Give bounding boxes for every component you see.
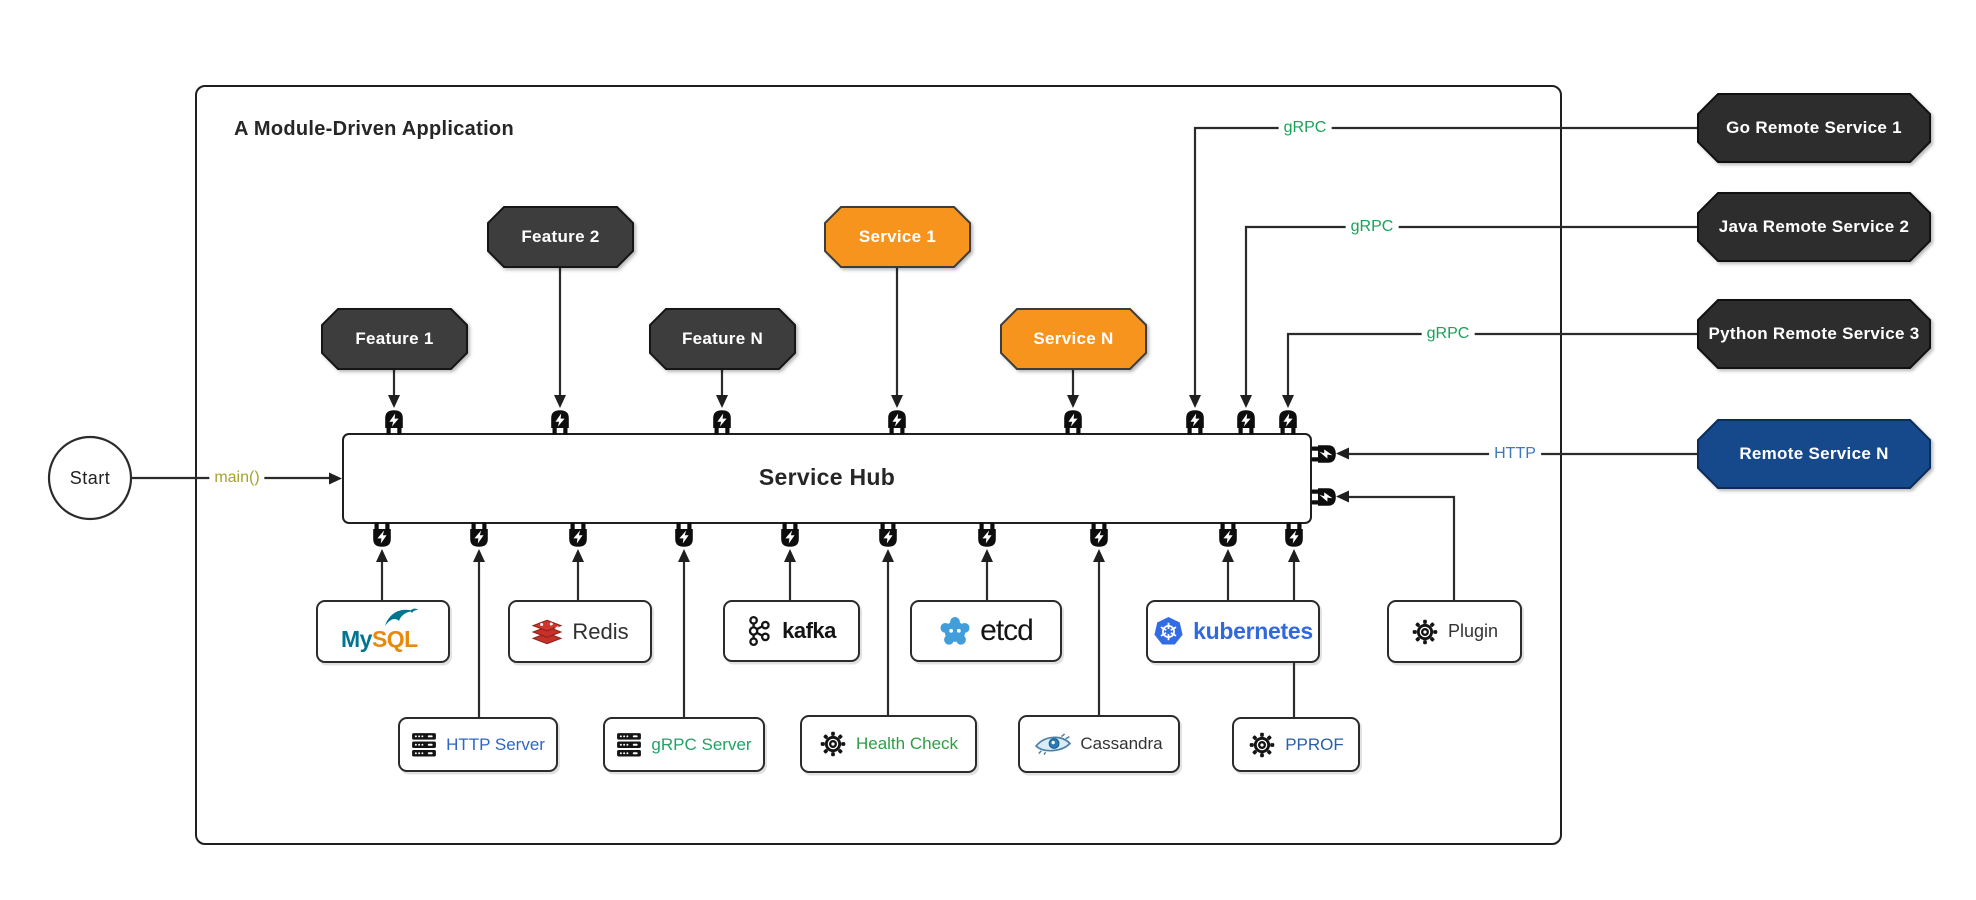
edge-label-grpc-go: gRPC bbox=[1278, 119, 1332, 137]
redis-logo-icon bbox=[532, 619, 563, 644]
pprof-box: PPROF bbox=[1232, 717, 1360, 772]
cassandra-box: Cassandra bbox=[1018, 715, 1180, 773]
edge-label-http: HTTP bbox=[1489, 445, 1541, 463]
mysql-label-part1: My bbox=[341, 625, 372, 652]
edge-label-main: main() bbox=[209, 469, 265, 487]
health-check-box: Health Check bbox=[800, 715, 977, 773]
java-remote-service-label: Java Remote Service 2 bbox=[1718, 217, 1910, 236]
mysql-logo: MySQL bbox=[333, 608, 433, 654]
cassandra-label: Cassandra bbox=[1080, 734, 1163, 753]
mysql-label-part2: SQL bbox=[371, 625, 418, 652]
edge-label-grpc-java: gRPC bbox=[1345, 218, 1399, 236]
edge-label-grpc-python: gRPC bbox=[1421, 325, 1475, 343]
remote-service-n-label: Remote Service N bbox=[1739, 444, 1889, 463]
service-hub-label: Service Hub bbox=[758, 464, 896, 490]
diagram-title: A Module-Driven Application bbox=[234, 118, 514, 140]
health-check-label: Health Check bbox=[855, 734, 959, 753]
cassandra-eye-icon bbox=[1035, 733, 1072, 756]
pprof-label: PPROF bbox=[1285, 734, 1344, 754]
kafka-logo-icon bbox=[748, 615, 770, 647]
server-stack-icon bbox=[617, 732, 642, 756]
feature-2-label: Feature 2 bbox=[521, 227, 600, 246]
go-remote-service-label: Go Remote Service 1 bbox=[1726, 118, 1902, 137]
plugin-module-box: Plugin bbox=[1387, 600, 1522, 663]
grpc-server-box: gRPC Server bbox=[603, 717, 765, 772]
start-label: Start bbox=[69, 467, 111, 488]
service-1-label: Service 1 bbox=[858, 227, 937, 246]
kubernetes-logo-icon bbox=[1154, 617, 1183, 645]
python-remote-service-label: Python Remote Service 3 bbox=[1708, 324, 1920, 343]
redis-label: Redis bbox=[572, 618, 629, 644]
kafka-label: kafka bbox=[782, 618, 836, 643]
kubernetes-label: kubernetes bbox=[1193, 618, 1313, 644]
etcd-logo-icon bbox=[940, 617, 970, 645]
http-server-label: HTTP Server bbox=[446, 734, 545, 754]
gear-icon bbox=[1412, 619, 1438, 644]
plugin-label: Plugin bbox=[1447, 621, 1499, 641]
gear-icon bbox=[1249, 732, 1275, 757]
service-n-label: Service N bbox=[1033, 329, 1114, 348]
http-server-box: HTTP Server bbox=[398, 717, 558, 772]
etcd-label: etcd bbox=[980, 614, 1034, 647]
feature-n-label: Feature N bbox=[681, 329, 764, 348]
grpc-server-label: gRPC Server bbox=[651, 734, 752, 754]
redis-module-box: Redis bbox=[508, 600, 652, 663]
etcd-module-box: etcd bbox=[910, 600, 1062, 662]
mysql-module-box: MySQL bbox=[316, 600, 450, 663]
mysql-dolphin-icon bbox=[385, 608, 418, 626]
gear-icon bbox=[820, 731, 846, 757]
kubernetes-module-box: kubernetes bbox=[1146, 600, 1320, 663]
feature-1-label: Feature 1 bbox=[355, 329, 434, 348]
kafka-module-box: kafka bbox=[723, 600, 860, 662]
server-stack-icon bbox=[412, 732, 436, 756]
